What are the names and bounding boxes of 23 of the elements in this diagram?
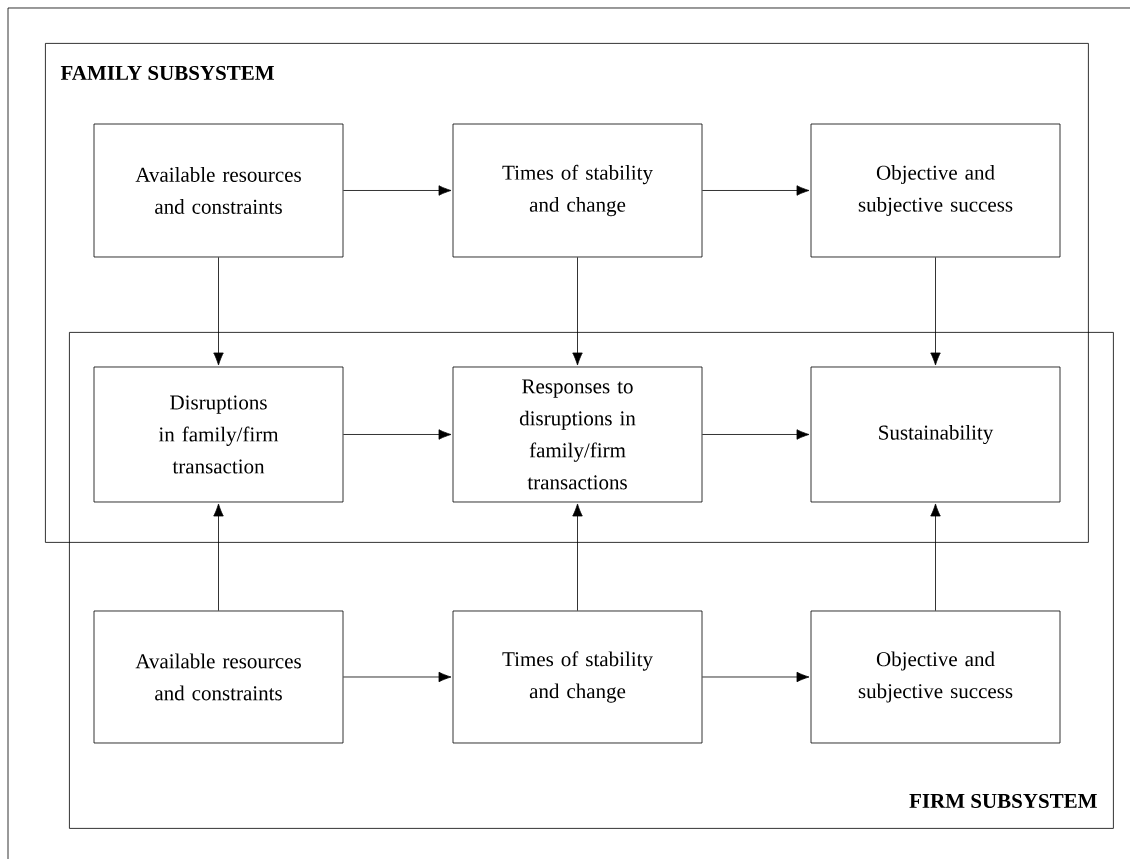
process-box: Objective and subjective success bbox=[810, 610, 1061, 744]
arrow bbox=[930, 257, 941, 366]
process-box: Available resources and constraints bbox=[93, 610, 344, 744]
process-box: Objective and subjective success bbox=[810, 123, 1061, 258]
arrow bbox=[702, 429, 810, 440]
subsystem-heading: FAMILY SUBSYSTEM bbox=[60, 65, 274, 81]
arrow bbox=[343, 429, 452, 440]
arrow bbox=[213, 257, 224, 366]
arrow bbox=[702, 671, 810, 683]
process-box: Disruptions in family/firm transaction bbox=[93, 366, 344, 503]
arrow bbox=[930, 503, 941, 611]
process-box: Sustainability bbox=[810, 366, 1061, 503]
process-box: Responses to disruptions in family/firm transactions bbox=[452, 366, 703, 503]
arrow bbox=[213, 503, 224, 611]
arrow bbox=[702, 185, 810, 196]
process-box: Times of stability and change bbox=[452, 610, 703, 744]
subsystem-heading: FIRM SUBSYSTEM bbox=[909, 793, 1097, 809]
arrow bbox=[343, 185, 452, 196]
process-box: Available resources and constraints bbox=[93, 123, 344, 258]
arrow bbox=[572, 257, 583, 366]
process-box: Times of stability and change bbox=[452, 123, 703, 258]
arrow bbox=[572, 503, 583, 611]
arrow bbox=[343, 671, 452, 683]
